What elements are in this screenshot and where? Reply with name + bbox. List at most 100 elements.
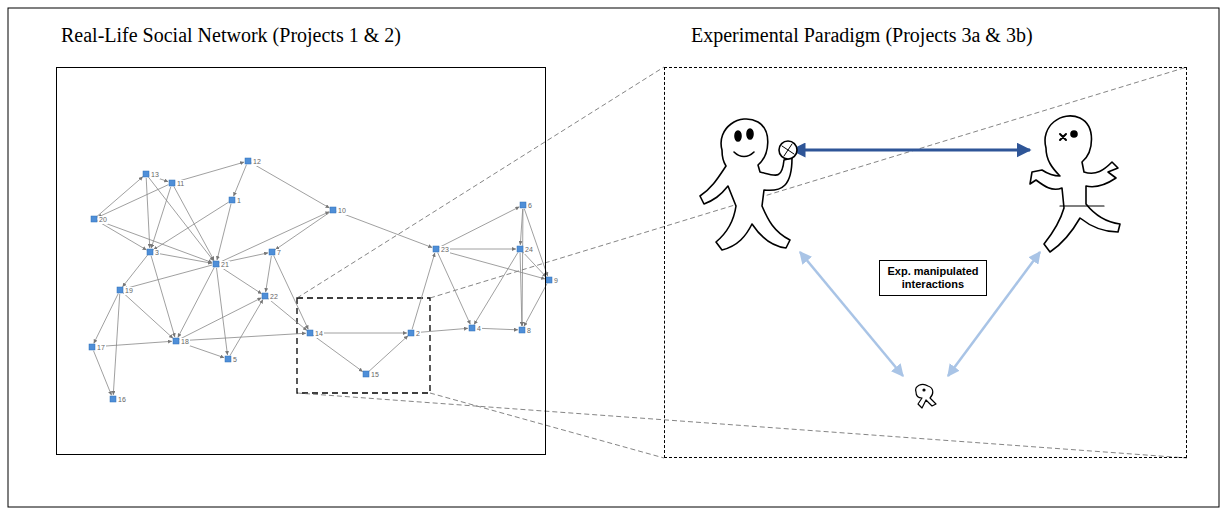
node-number: 1 (236, 197, 242, 205)
network-node (269, 249, 275, 255)
node-number: 5 (232, 356, 238, 364)
node-number: 19 (124, 287, 134, 295)
network-link (98, 185, 169, 218)
network-link (146, 178, 150, 248)
cartoon-figure (700, 119, 797, 250)
network-link (415, 328, 468, 332)
node-number: 12 (252, 158, 262, 166)
node-number: 20 (98, 216, 108, 224)
network-node (89, 344, 95, 350)
network-panel: Real-Life Social Network (Projects 1 & 2… (56, 67, 546, 455)
network-link (174, 187, 214, 261)
node-number: 15 (370, 371, 380, 379)
node-number: 16 (117, 396, 127, 404)
network-node (229, 197, 235, 203)
network-link (176, 162, 244, 182)
network-node (408, 330, 414, 336)
network-node (213, 261, 219, 267)
network-link (522, 209, 524, 326)
network-link (274, 256, 309, 330)
panel-heading: Experimental Paradigm (Projects 3a & 3b) (691, 24, 1033, 47)
network-link (524, 284, 547, 327)
network-node (173, 338, 179, 344)
network-node (433, 246, 439, 252)
network-link (412, 253, 435, 329)
node-number: 3 (154, 249, 160, 257)
network-node (262, 293, 268, 299)
node-number: 21 (220, 261, 230, 269)
node-number: 9 (553, 277, 559, 285)
network-link (440, 249, 516, 250)
network-link (268, 299, 307, 331)
network-link (275, 212, 329, 249)
network-link (122, 255, 147, 287)
node-number: 2 (415, 330, 421, 338)
node-number: 14 (314, 330, 324, 338)
node-number: 22 (269, 293, 279, 301)
network-link (337, 211, 433, 247)
network-node (169, 180, 175, 186)
interaction-arrow (792, 149, 1030, 152)
label-box: Exp. manipulated interactions (879, 260, 987, 296)
network-link (440, 207, 520, 247)
node-number: 4 (476, 325, 482, 333)
network-node (469, 325, 475, 331)
node-number: 6 (527, 202, 533, 210)
network-link (124, 265, 212, 289)
network-node (519, 327, 525, 333)
network-node (363, 371, 369, 377)
network-link (113, 294, 119, 395)
zoom-lines (297, 67, 1187, 458)
network-link (93, 351, 111, 396)
network-link (153, 202, 228, 250)
network-link (219, 266, 261, 294)
network-node (307, 330, 313, 336)
network-link (154, 253, 212, 264)
network-link (476, 328, 518, 330)
network-link (314, 333, 407, 334)
network-link (523, 252, 547, 277)
node-number: 24 (524, 246, 534, 254)
network-link (151, 256, 175, 337)
network-link (180, 333, 306, 341)
network-link (180, 298, 262, 339)
network-node (330, 207, 336, 213)
network-link (251, 163, 329, 208)
network-node (117, 287, 123, 293)
network-link (369, 336, 408, 372)
box-label: Exp. manipulated interactions (884, 265, 982, 291)
network-link (234, 165, 247, 197)
network-node (110, 396, 116, 402)
network-link (520, 253, 522, 326)
network-link (230, 299, 263, 355)
outer-frame (8, 8, 1219, 507)
cartoon-figure (1030, 116, 1120, 252)
network-link (123, 293, 173, 339)
network-link (220, 212, 330, 263)
panel-heading: Real-Life Social Network (Projects 1 & 2… (61, 24, 401, 47)
network-node (517, 246, 523, 252)
network-link (438, 253, 471, 325)
network-link (440, 250, 545, 279)
network-link (217, 268, 228, 355)
network-node (225, 356, 231, 362)
network-link (94, 294, 118, 344)
node-number: 23 (440, 246, 450, 254)
network-node (147, 249, 153, 255)
node-number: 13 (150, 171, 160, 179)
zoom-box (297, 298, 430, 393)
network-node (91, 216, 97, 222)
network-link (151, 187, 171, 248)
network-link (313, 335, 363, 371)
small-figure (916, 384, 936, 408)
node-number: 18 (180, 338, 190, 346)
network-link (98, 220, 212, 262)
network-link (266, 256, 272, 292)
network-node (143, 171, 149, 177)
zoom-panel: Experimental Paradigm (Projects 3a & 3b)… (664, 67, 1187, 458)
node-number: 11 (176, 180, 185, 188)
network-link (178, 268, 214, 338)
network-link (97, 177, 143, 217)
node-number: 17 (96, 344, 106, 352)
